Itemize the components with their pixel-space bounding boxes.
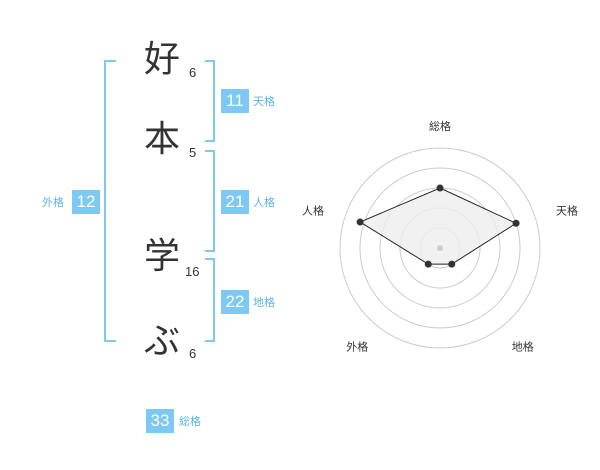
radar-point-5: [356, 218, 364, 226]
chikaku-label: 地格: [253, 296, 275, 309]
soukaku-label: 総格: [179, 415, 201, 428]
gaikaku-value: 12: [72, 190, 100, 214]
radar-point-1: [436, 184, 444, 192]
stroke-count-4: 6: [189, 346, 197, 361]
radar-point-2: [512, 219, 520, 227]
jinkaku-label: 人格: [253, 196, 275, 209]
stroke-count-1: 6: [189, 65, 197, 80]
radar-axis-label-2: 天格: [556, 203, 578, 217]
tenkaku-bracket: [205, 60, 215, 142]
name-char-3: 学: [143, 236, 180, 277]
gaikaku-label: 外格: [42, 196, 64, 209]
radar-polygon: [359, 187, 518, 265]
gaikaku-bracket: [104, 60, 116, 342]
soukaku-value: 33: [146, 409, 174, 433]
radar-axis-label-4: 外格: [346, 340, 368, 354]
radar-axis-label-5: 人格: [302, 203, 324, 217]
stroke-count-3: 16: [185, 264, 200, 279]
radar-point-4: [424, 260, 432, 268]
name-char-2: 本: [143, 119, 180, 160]
radar-point-3: [448, 260, 456, 268]
name-char-4: ぶ: [143, 321, 180, 362]
jinkaku-value: 21: [221, 190, 249, 214]
tenkaku-value: 11: [221, 89, 249, 113]
stroke-count-2: 5: [189, 145, 197, 160]
tenkaku-label: 天格: [253, 95, 275, 108]
name-char-1: 好: [143, 39, 180, 80]
chikaku-bracket: [205, 258, 215, 342]
radar-ring: [339, 147, 541, 349]
chikaku-value: 22: [221, 290, 249, 314]
radar-center: [437, 245, 443, 251]
jinkaku-bracket: [205, 150, 215, 252]
radar-axis-label-1: 総格: [429, 119, 451, 133]
radar-ring: [359, 167, 521, 329]
radar-axis-label-3: 地格: [512, 340, 534, 354]
